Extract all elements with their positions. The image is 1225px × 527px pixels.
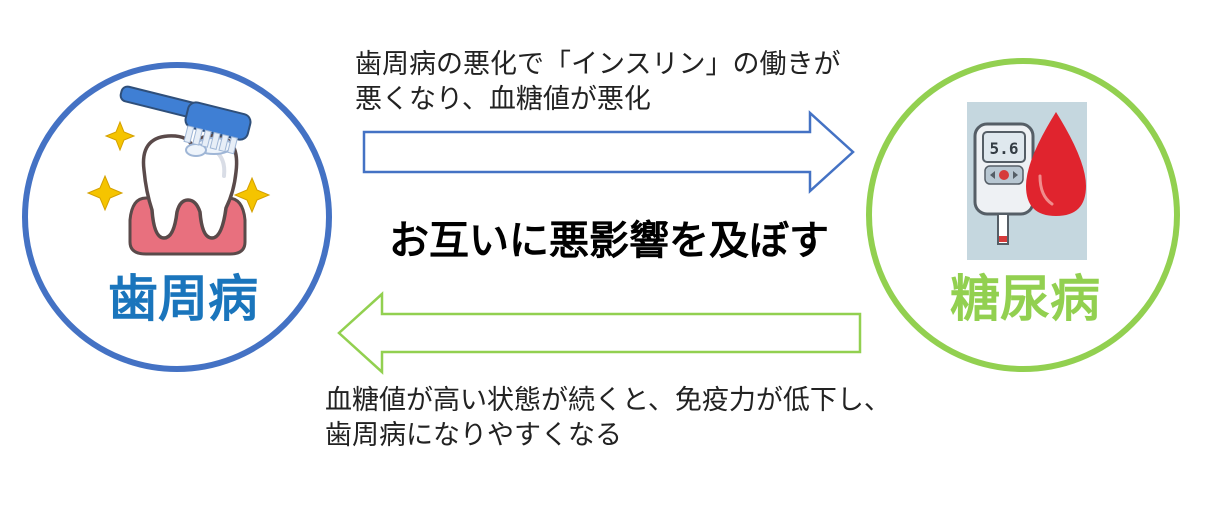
toothbrush-icon xyxy=(119,85,252,155)
diabetes-label: 糖尿病 xyxy=(950,270,1100,328)
arrow-diabetes-to-periodontal: 血糖値が高い状態が続くと、免疫力が低下し、 歯周病になりやすくなる xyxy=(325,291,891,451)
node-periodontal: 歯周病 xyxy=(22,62,332,372)
blood-drop-icon xyxy=(1026,112,1086,216)
arrow-bottom-caption-line2: 歯周病になりやすくなる xyxy=(325,420,622,451)
meter-reading: 5.6 xyxy=(990,139,1019,158)
arrow-periodontal-to-diabetes: 歯周病の悪化で「インスリン」の働きが 悪くなり、血糖値が悪化 xyxy=(355,49,855,194)
arrow-bottom-shape xyxy=(337,291,862,375)
periodontal-label: 歯周病 xyxy=(108,270,258,328)
tooth-icon xyxy=(128,133,247,256)
mutual-influence-text: お互いに悪影響を及ぼす xyxy=(389,218,829,264)
arrow-top-shape xyxy=(362,110,855,194)
sparkle-icon xyxy=(86,120,271,214)
arrow-top-caption-line1: 歯周病の悪化で「インスリン」の働きが xyxy=(355,49,840,80)
node-diabetes: 5.6 糖尿病 xyxy=(866,58,1180,372)
arrow-top-caption-line2: 悪くなり、血糖値が悪化 xyxy=(355,84,651,115)
glucose-meter-icon: 5.6 xyxy=(973,122,1035,245)
arrow-bottom-caption-line1: 血糖値が高い状態が続くと、免疫力が低下し、 xyxy=(325,385,891,416)
